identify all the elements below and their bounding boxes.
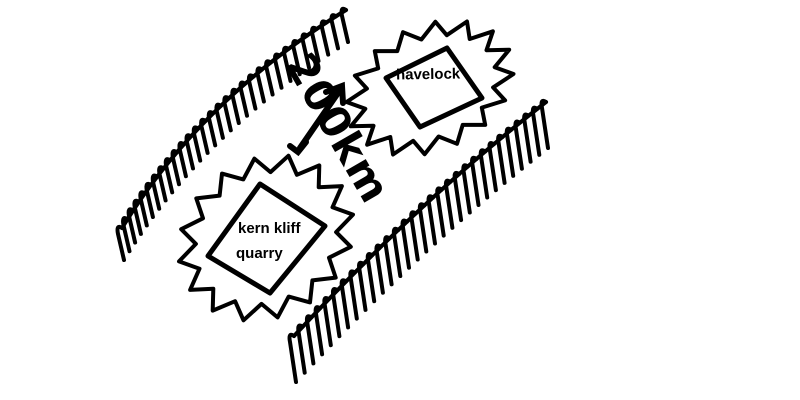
ridge-tick <box>522 112 533 164</box>
ridge-tick <box>291 39 302 77</box>
ridge-tick <box>282 45 293 83</box>
ridge-tick <box>365 252 377 304</box>
mountain-ridges <box>115 6 550 384</box>
ridge-tick <box>246 73 258 111</box>
distance-arrow <box>287 81 346 157</box>
quarry-label-line2: quarry <box>236 245 283 262</box>
ridge-tick <box>426 194 437 246</box>
ridge-tick <box>539 98 550 150</box>
ridge-tick <box>400 218 411 270</box>
ridge-tick <box>222 95 233 133</box>
ridge-tick <box>264 59 275 97</box>
quarry-spiky-boundary <box>177 153 355 323</box>
havelock-label: havelock <box>395 65 461 84</box>
ridge-tick <box>214 102 225 140</box>
ridge-tick <box>478 148 490 200</box>
ridge-tick <box>184 133 195 171</box>
ridge-upper-left <box>115 6 350 262</box>
ridge-tick <box>329 13 340 51</box>
ridge-tick <box>496 133 507 185</box>
ridge-lower-right <box>287 98 550 384</box>
ridge-tick <box>357 260 368 312</box>
ridge-tick <box>170 149 181 187</box>
kern-kliff-quarry-marker <box>177 153 355 323</box>
ridge-tick <box>391 226 403 278</box>
ridge-tick <box>132 198 143 236</box>
ridge-tick <box>300 32 311 70</box>
ridge-tick <box>374 243 385 295</box>
ridge-tick <box>121 216 132 254</box>
ridge-tick <box>304 314 316 366</box>
ridge-tick <box>409 210 420 262</box>
ridge-tick <box>144 181 155 219</box>
ridge-tick <box>322 296 333 348</box>
ridge-tick <box>115 224 126 262</box>
ridge-tick <box>126 207 138 245</box>
ridge-tick <box>163 157 175 195</box>
ridge-tick <box>157 165 168 203</box>
ridge-tick <box>461 163 472 215</box>
ridge-tick <box>191 125 203 163</box>
ridge-tick <box>296 323 307 375</box>
ridge-tick <box>417 202 429 254</box>
ridge-tick <box>348 269 359 321</box>
ridge-tick <box>339 6 350 44</box>
ridge-tick <box>255 66 266 104</box>
ridge-tick <box>443 178 455 230</box>
havelock-box <box>383 45 485 130</box>
ridge-tick <box>177 141 188 179</box>
ridge-tick <box>339 278 351 330</box>
ridge-tick <box>319 19 331 57</box>
ridge-tick <box>273 52 284 90</box>
ridge-tick <box>530 105 542 157</box>
havelock-marker <box>344 19 516 157</box>
ridge-tick <box>513 119 524 171</box>
ridge-tick <box>313 305 325 357</box>
ridge-tick <box>470 155 481 207</box>
ridge-tick <box>199 117 210 155</box>
ridge-tick <box>504 126 516 178</box>
ridge-tick <box>238 80 249 118</box>
ridge-tick <box>452 170 464 223</box>
ridge-tick <box>487 141 498 193</box>
quarry-label-line1: kern kliff <box>238 220 301 237</box>
ridge-tick <box>435 186 446 238</box>
ridge-tick <box>287 332 298 384</box>
ridge-tick <box>230 87 241 125</box>
ridge-tick <box>206 110 218 148</box>
ridge-tick <box>150 173 162 211</box>
ridge-tick <box>383 235 394 287</box>
quarry-box <box>205 181 328 296</box>
havelock-spiky-boundary <box>344 19 516 157</box>
ridge-tick <box>330 287 342 339</box>
ridge-tick <box>310 25 321 63</box>
ridge-tick <box>138 190 149 228</box>
